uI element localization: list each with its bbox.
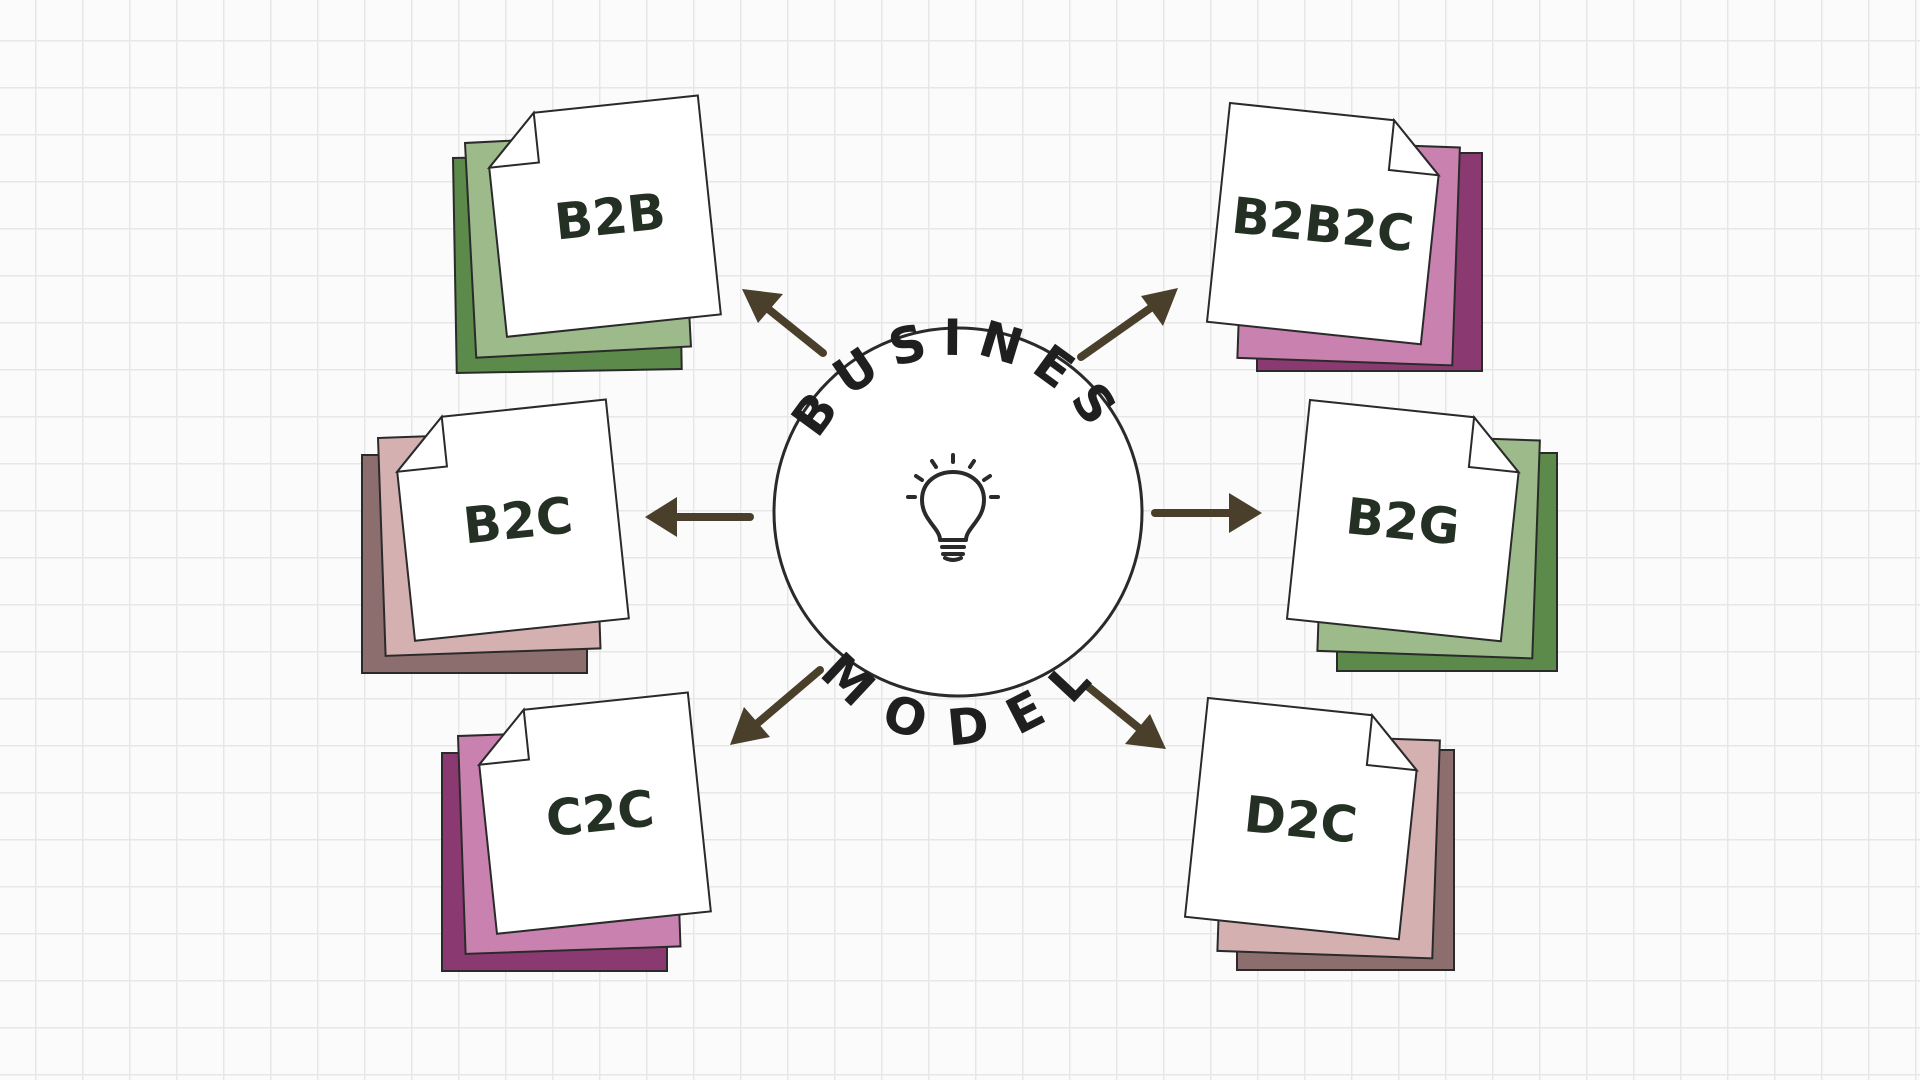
note-label-c2c: C2C bbox=[543, 779, 657, 848]
note-b2g: B2G bbox=[1285, 398, 1558, 672]
note-label-d2c: D2C bbox=[1242, 785, 1360, 854]
note-b2c: B2C bbox=[361, 398, 630, 674]
note-label-b2b: B2B bbox=[552, 182, 668, 251]
center-hub: BUSINES MODEL bbox=[772, 309, 1144, 758]
lightbulb-icon bbox=[906, 453, 1000, 562]
arrow-to-b2b2c bbox=[1077, 288, 1178, 361]
note-b2b2c: B2B2C bbox=[1205, 101, 1483, 372]
note-d2c: D2C bbox=[1183, 696, 1455, 971]
arrows bbox=[645, 288, 1262, 749]
arrow-to-b2g bbox=[1151, 493, 1262, 533]
arrow-to-b2b bbox=[742, 289, 827, 357]
note-c2c: C2C bbox=[441, 691, 712, 972]
note-label-b2g: B2G bbox=[1343, 487, 1462, 557]
arrow-to-c2c bbox=[730, 666, 824, 745]
note-b2b: B2B bbox=[451, 94, 722, 374]
arrow-to-d2c bbox=[1082, 681, 1166, 749]
note-label-b2c: B2C bbox=[460, 486, 575, 555]
arrow-to-b2c bbox=[645, 497, 754, 537]
